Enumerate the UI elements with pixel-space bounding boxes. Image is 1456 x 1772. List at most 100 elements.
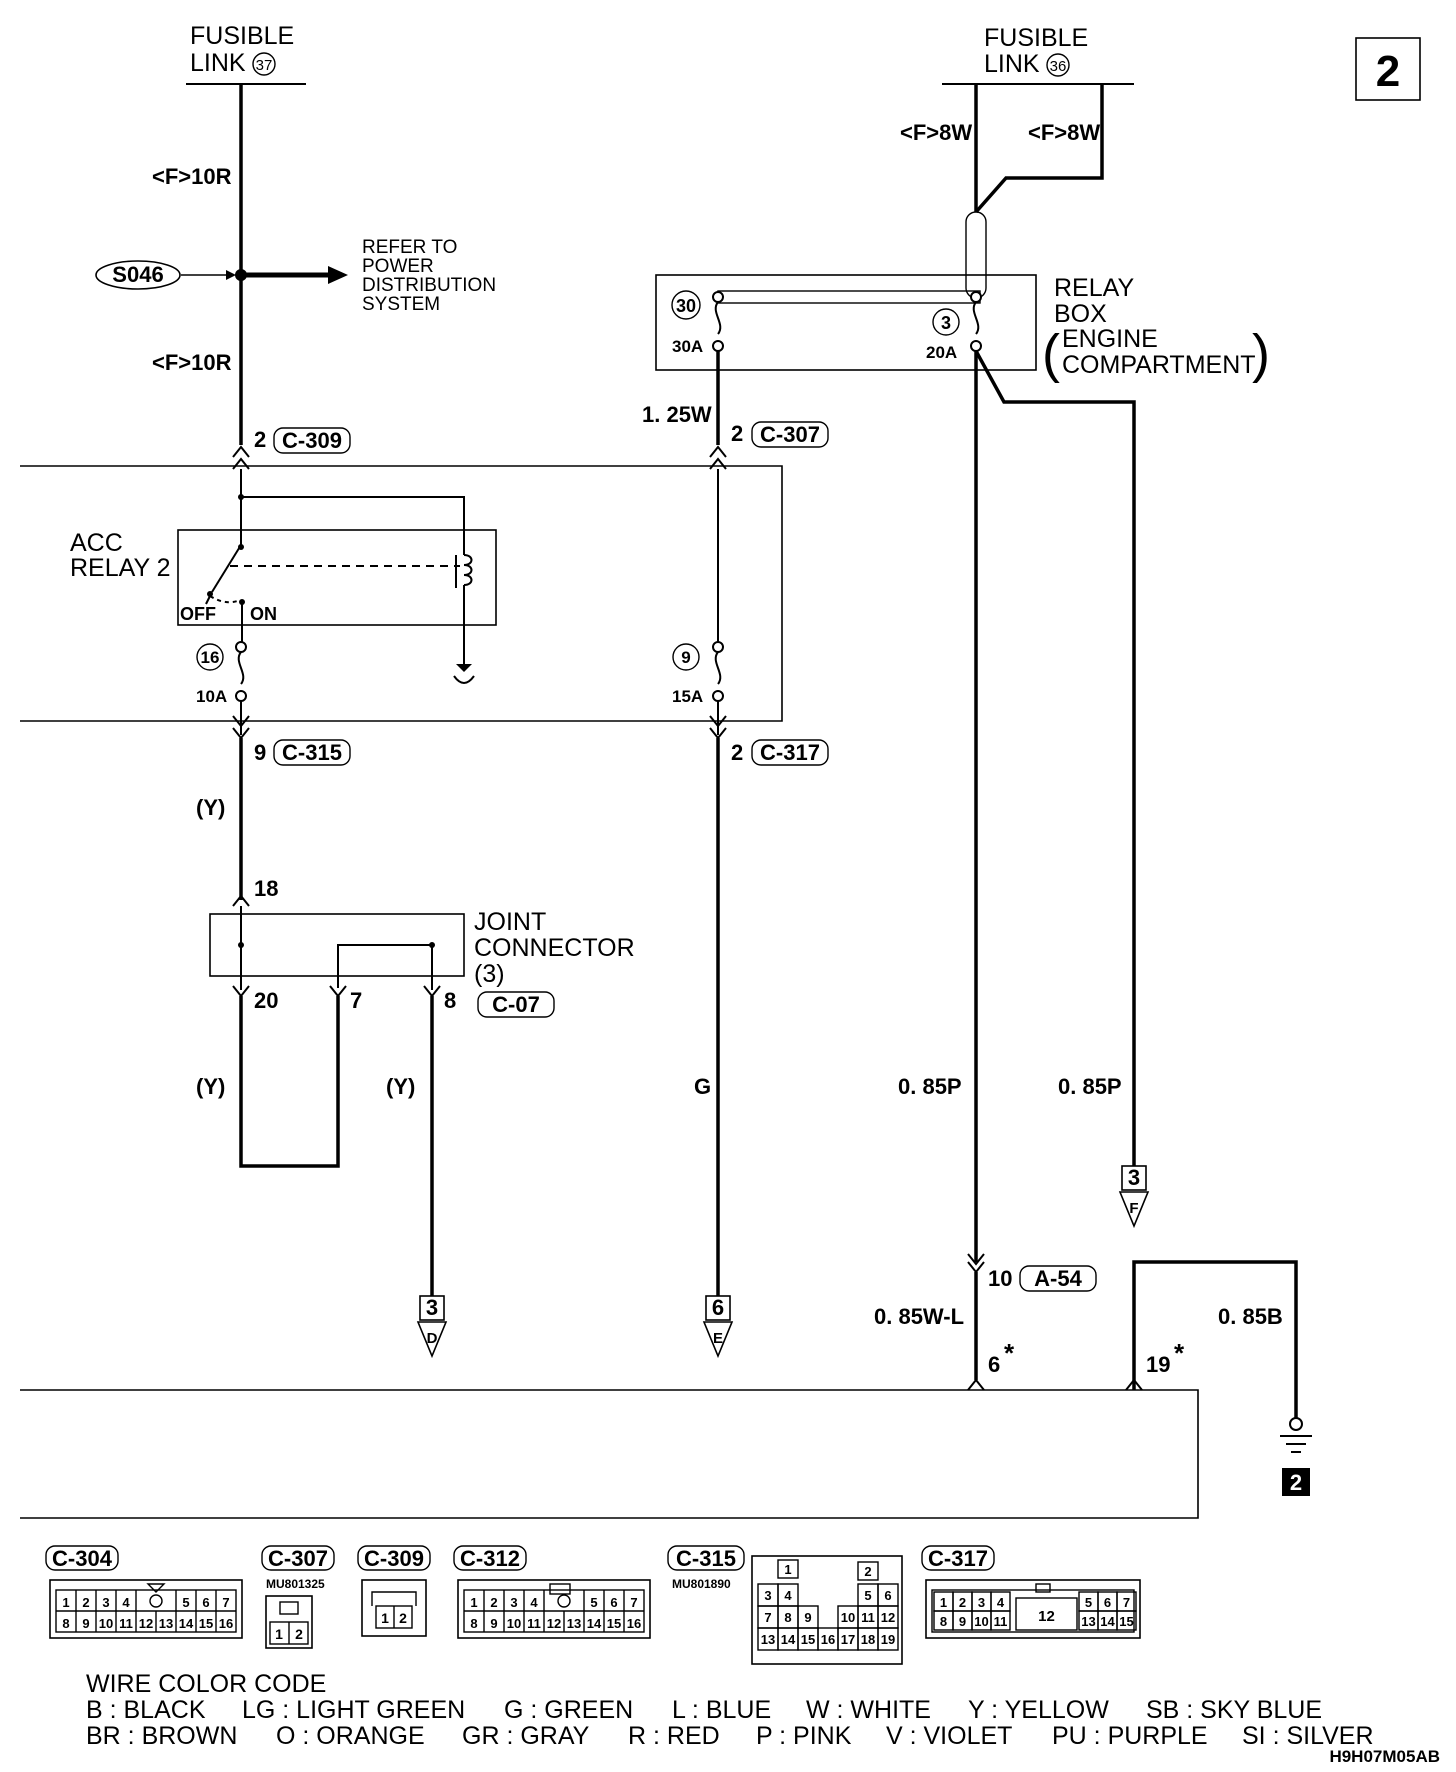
- refer-line1: REFER TO: [362, 237, 457, 258]
- wire-label-f8w-right: <F>8W: [1028, 120, 1100, 145]
- c304-pin-10: 10: [99, 1616, 113, 1631]
- c312-pin-13: 13: [567, 1616, 581, 1631]
- refer-line3: DISTRIBUTION: [362, 275, 496, 296]
- pin-19: 19: [1146, 1352, 1170, 1377]
- fuse-3-amp: 20A: [926, 343, 957, 362]
- c312-pin-7: 7: [630, 1595, 637, 1610]
- wire-label-y3: (Y): [386, 1074, 415, 1099]
- joint-connector-line1: JOINT: [474, 908, 546, 936]
- fusible-link-37-line2: LINK: [190, 49, 246, 77]
- c312-pin-5: 5: [590, 1595, 597, 1610]
- fuse-3: 3 20A: [926, 291, 982, 362]
- wire-label-y2: (Y): [196, 1074, 225, 1099]
- connector-face-c307-part: MU801325: [266, 1577, 325, 1591]
- wire-label-125w: 1. 25W: [642, 402, 712, 427]
- refer-line2: POWER: [362, 256, 434, 277]
- c315-pin-6: 6: [884, 1588, 891, 1603]
- relay-box-line2: BOX: [1054, 300, 1107, 328]
- c317-pin-5: 5: [1085, 1595, 1092, 1610]
- relay-box-paren-open: (: [1042, 324, 1060, 384]
- c304-pin-2: 2: [82, 1595, 89, 1610]
- c304-pin-7: 7: [222, 1595, 229, 1610]
- c307-face-pin2: 2: [295, 1626, 303, 1642]
- wire-label-085p-a: 0. 85P: [898, 1074, 962, 1099]
- wire-label-g: G: [694, 1074, 711, 1099]
- connector-face-c315-id: C-315: [676, 1546, 736, 1571]
- connector-face-c309: C-309 1 2: [357, 1545, 431, 1637]
- c317-pin-3: 3: [978, 1595, 985, 1610]
- c309-id: C-309: [282, 428, 342, 453]
- module-box-upper: [20, 465, 783, 722]
- fusible-link-37-num: 37: [256, 57, 273, 74]
- joint-pin-20: 20: [254, 988, 278, 1013]
- c309-face-pin2: 2: [399, 1610, 407, 1626]
- wire-label-f10r-top: <F>10R: [152, 164, 232, 189]
- c312-pin-3: 3: [510, 1595, 517, 1610]
- relay-box: [655, 274, 1037, 371]
- c312-pin-16: 16: [627, 1616, 641, 1631]
- c312-pin-8: 8: [470, 1616, 477, 1631]
- wire-color-code-item: L : BLUE: [672, 1696, 771, 1724]
- destination-e-num: 6: [712, 1295, 724, 1320]
- destination-d-num: 3: [426, 1295, 438, 1320]
- acc-relay-on: ON: [250, 604, 277, 624]
- fusible-link-37: FUSIBLE LINK 37: [186, 22, 306, 85]
- module-box-lower: [20, 1389, 1199, 1519]
- wire-label-f10r-bottom: <F>10R: [152, 350, 232, 375]
- c317-pin-13: 13: [1081, 1614, 1095, 1629]
- joint-connector-id: C-07: [492, 992, 540, 1017]
- joint-pin-7: 7: [350, 988, 362, 1013]
- c315-pin-14: 14: [781, 1632, 796, 1647]
- fuse-30-amp: 30A: [672, 337, 703, 356]
- c315-pin-16: 16: [821, 1632, 835, 1647]
- joint-pin-18: 18: [254, 876, 278, 901]
- c315-pin-18: 18: [861, 1632, 875, 1647]
- c304-pin-9: 9: [82, 1616, 89, 1631]
- c312-pin-14: 14: [587, 1616, 602, 1631]
- c304-pin-5: 5: [182, 1595, 189, 1610]
- fusible-link-36-line1: FUSIBLE: [984, 24, 1088, 52]
- fusible-link-36: FUSIBLE LINK 36: [942, 24, 1134, 85]
- fuse-30-num: 30: [676, 296, 696, 316]
- c307-pin: 2: [731, 421, 743, 446]
- fuse-16-num: 16: [201, 648, 220, 667]
- c315-pin-19: 19: [881, 1632, 895, 1647]
- pin-6-star: *: [1004, 1338, 1015, 1368]
- destination-e-letter: E: [713, 1330, 723, 1347]
- c317-pin-12: 12: [1038, 1608, 1055, 1625]
- wire-color-code-item: BR : BROWN: [86, 1722, 237, 1750]
- c304-pin-12: 12: [139, 1616, 153, 1631]
- wire-label-085wl: 0. 85W-L: [874, 1304, 964, 1329]
- c317-pin-6: 6: [1104, 1595, 1111, 1610]
- wire-color-code-item: W : WHITE: [806, 1696, 931, 1724]
- c304-pin-13: 13: [159, 1616, 173, 1631]
- connector-face-c307: C-307 MU801325 1 2: [261, 1545, 335, 1649]
- fusible-link-36-line2: LINK: [984, 50, 1040, 78]
- wire-color-code-item: SB : SKY BLUE: [1146, 1696, 1322, 1724]
- refer-line4: SYSTEM: [362, 294, 440, 315]
- c317-id: C-317: [760, 740, 820, 765]
- destination-d-letter: D: [427, 1330, 438, 1347]
- connector-face-c309-id: C-309: [364, 1546, 424, 1571]
- fuse-30: 30 30A: [671, 290, 724, 356]
- acc-relay-off: OFF: [180, 604, 216, 624]
- c315-pin: 9: [254, 740, 266, 765]
- c312-pin-4: 4: [530, 1595, 538, 1610]
- c315-pin-7: 7: [764, 1610, 771, 1625]
- c304-pin-1: 1: [62, 1595, 69, 1610]
- c312-pin-15: 15: [607, 1616, 621, 1631]
- wire-color-code-title: WIRE COLOR CODE: [86, 1670, 326, 1698]
- c315-id: C-315: [282, 740, 342, 765]
- c315-pin-1: 1: [784, 1562, 791, 1577]
- relay-box-line4: COMPARTMENT: [1062, 351, 1256, 379]
- c312-pin-2: 2: [490, 1595, 497, 1610]
- wire-label-f8w-left: <F>8W: [900, 120, 972, 145]
- fusible-link-36-num: 36: [1050, 58, 1067, 75]
- c317-pin-1: 1: [940, 1595, 947, 1610]
- c312-pin-12: 12: [547, 1616, 561, 1631]
